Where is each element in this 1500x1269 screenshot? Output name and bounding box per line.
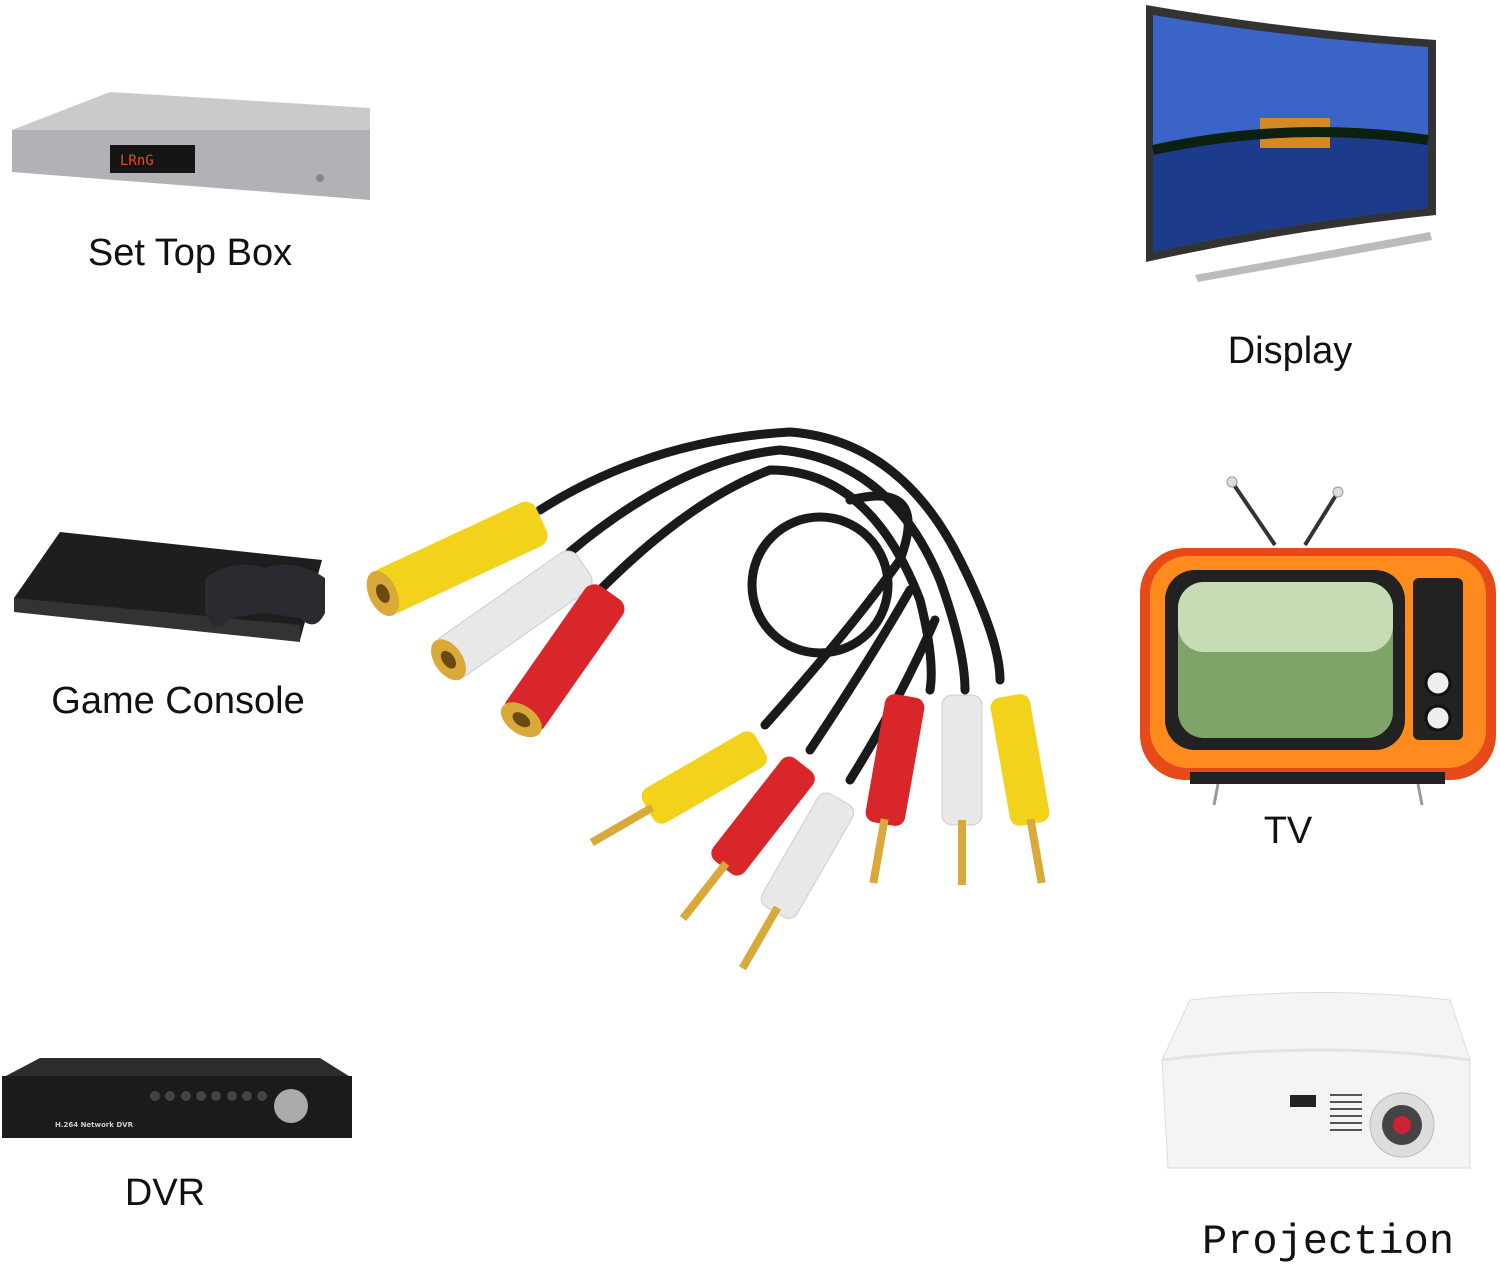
display-label: Display [1227, 330, 1353, 372]
projection-label: Projection [1201, 1218, 1455, 1266]
tv-image [1140, 476, 1496, 806]
display-image [1146, 5, 1436, 282]
set-top-box-image: LRnG [12, 92, 370, 200]
projector-image [1161, 992, 1471, 1169]
rca-cable-image [535, 427, 1005, 785]
dvr-image: H.264 Network DVR [2, 1058, 352, 1138]
female-connectors [366, 501, 625, 738]
tv-label: TV [1263, 810, 1313, 852]
dvr-label: DVR [124, 1172, 206, 1214]
set-top-box-display-text: LRnG [120, 153, 154, 169]
game-console-label: Game Console [51, 680, 305, 722]
game-console-image [14, 532, 325, 642]
set-top-box-label: Set Top Box [87, 232, 293, 274]
male-connectors [589, 694, 1050, 971]
dvr-brand-text: H.264 Network DVR [55, 1121, 134, 1129]
